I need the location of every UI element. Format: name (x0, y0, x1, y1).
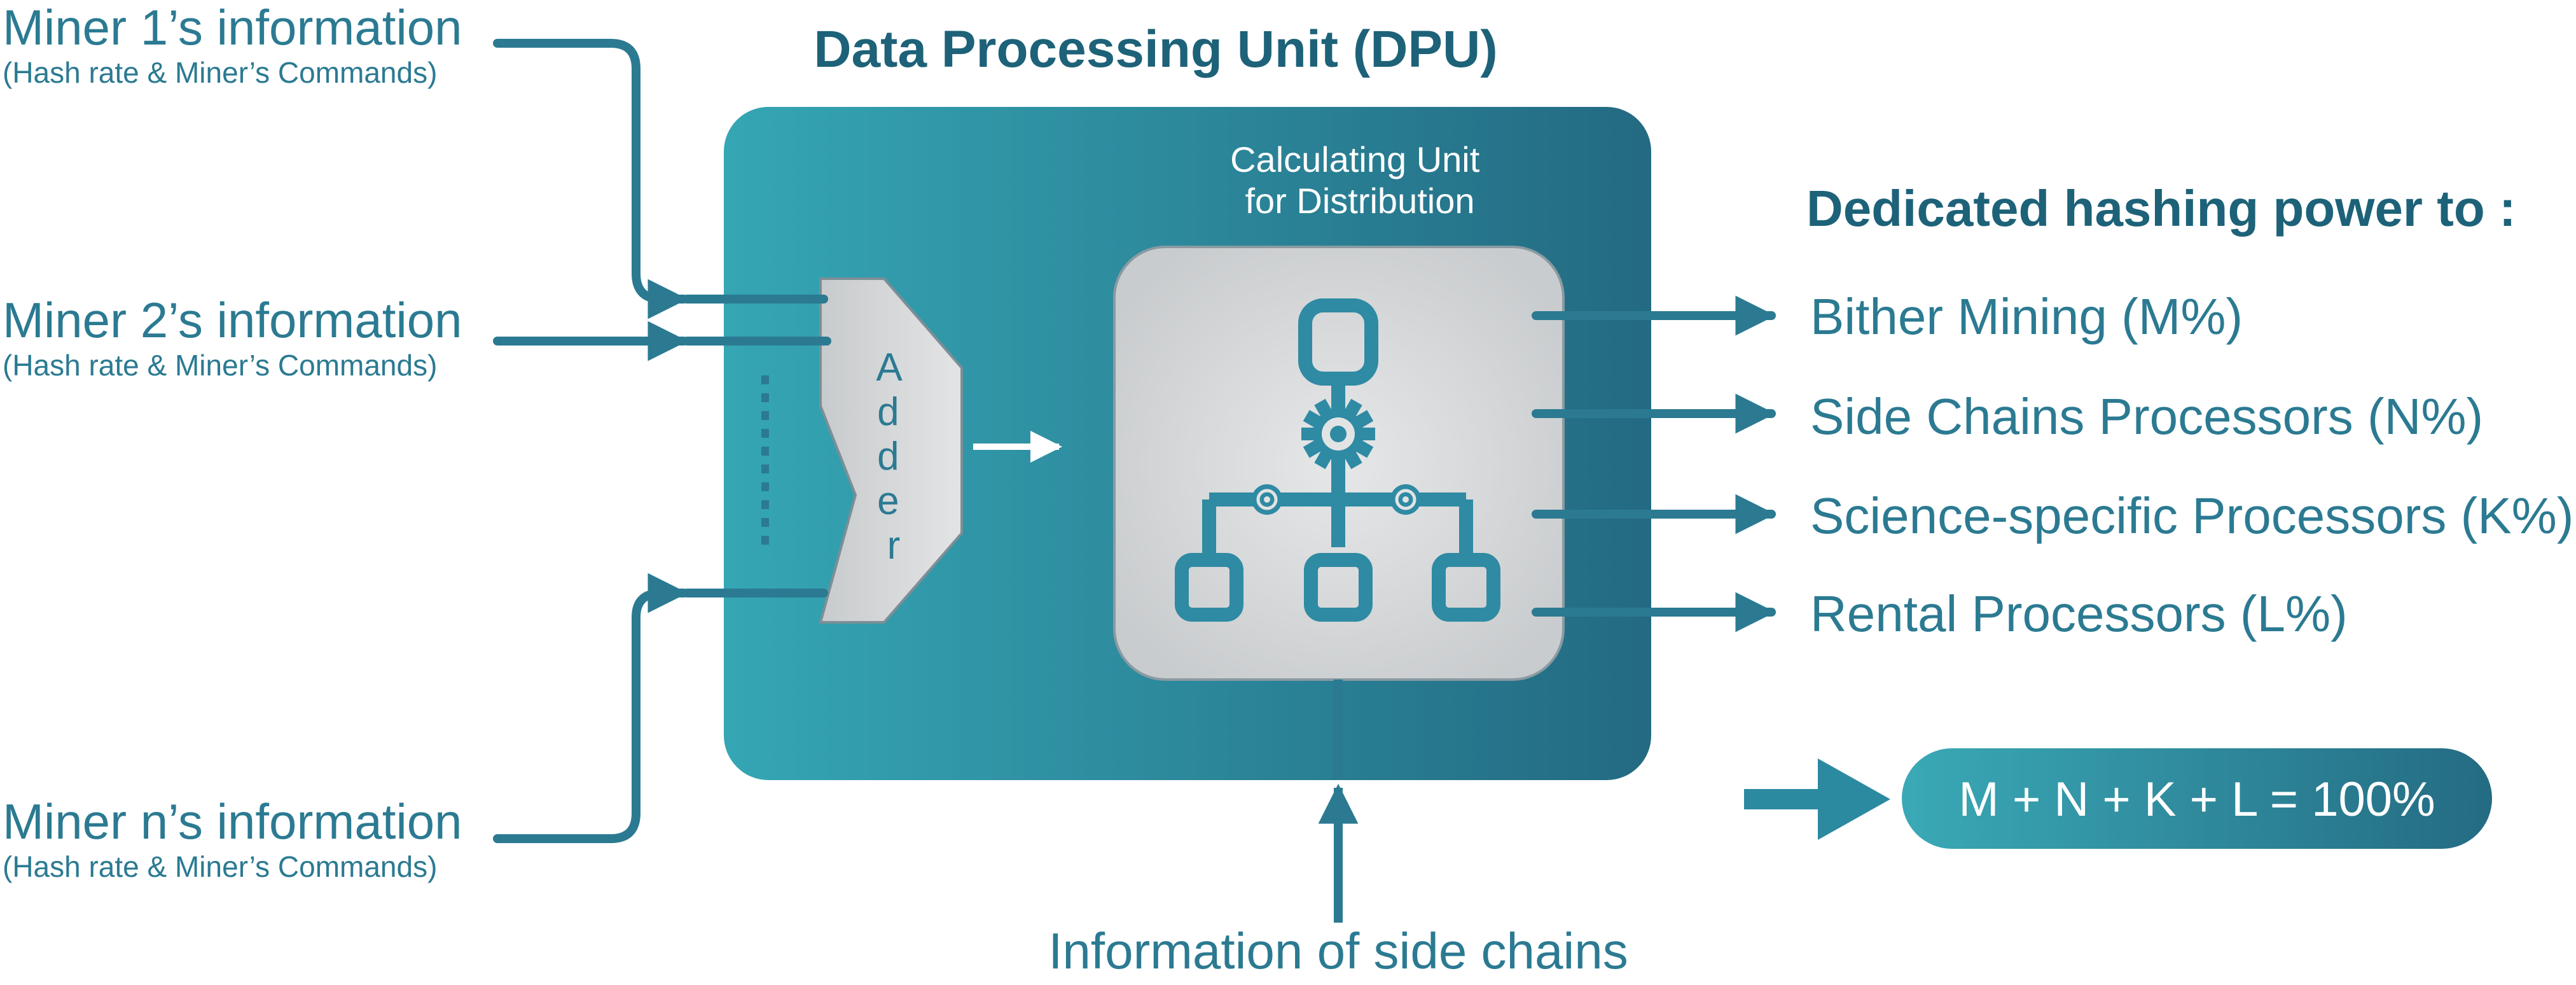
output-label-bither-mining: Bither Mining (M%) (1810, 288, 2243, 345)
diagram-title: Data Processing Unit (DPU) (814, 20, 1497, 78)
output-label-side-chains: Side Chains Processors (N%) (1810, 388, 2483, 445)
input-label-miner-1: Miner 1’s information (3, 0, 462, 55)
input-connectors (493, 39, 831, 843)
input-sub-miner-2: (Hash rate & Miner’s Commands) (3, 349, 437, 382)
input-label-miner-2: Miner 2’s information (3, 292, 462, 348)
equation-text: M + N + K + L = 100% (1958, 772, 2435, 827)
small-gear-icon (1390, 484, 1421, 515)
calc-unit-label: Calculating Unit for Distribution (1230, 139, 1490, 221)
input-label-miner-n: Miner n’s information (3, 793, 462, 849)
adder-label: A d d e r (876, 346, 911, 568)
output-label-science-specific: Science-specific Processors (K%) (1810, 487, 2573, 544)
input-sub-miner-n: (Hash rate & Miner’s Commands) (3, 850, 437, 883)
output-label-rental: Rental Processors (L%) (1810, 585, 2348, 642)
side-chains-label: Information of side chains (1048, 923, 1628, 979)
equation-arrow-icon (1744, 758, 1890, 840)
adder-shape (819, 277, 963, 624)
gear-icon (1301, 397, 1375, 471)
equation-pill (1902, 748, 2492, 849)
input-sub-miner-1: (Hash rate & Miner’s Commands) (3, 56, 437, 89)
small-gear-icon (1252, 484, 1282, 515)
outputs-heading: Dedicated hashing power to : (1806, 180, 2516, 237)
output-arrows (1532, 295, 1776, 632)
